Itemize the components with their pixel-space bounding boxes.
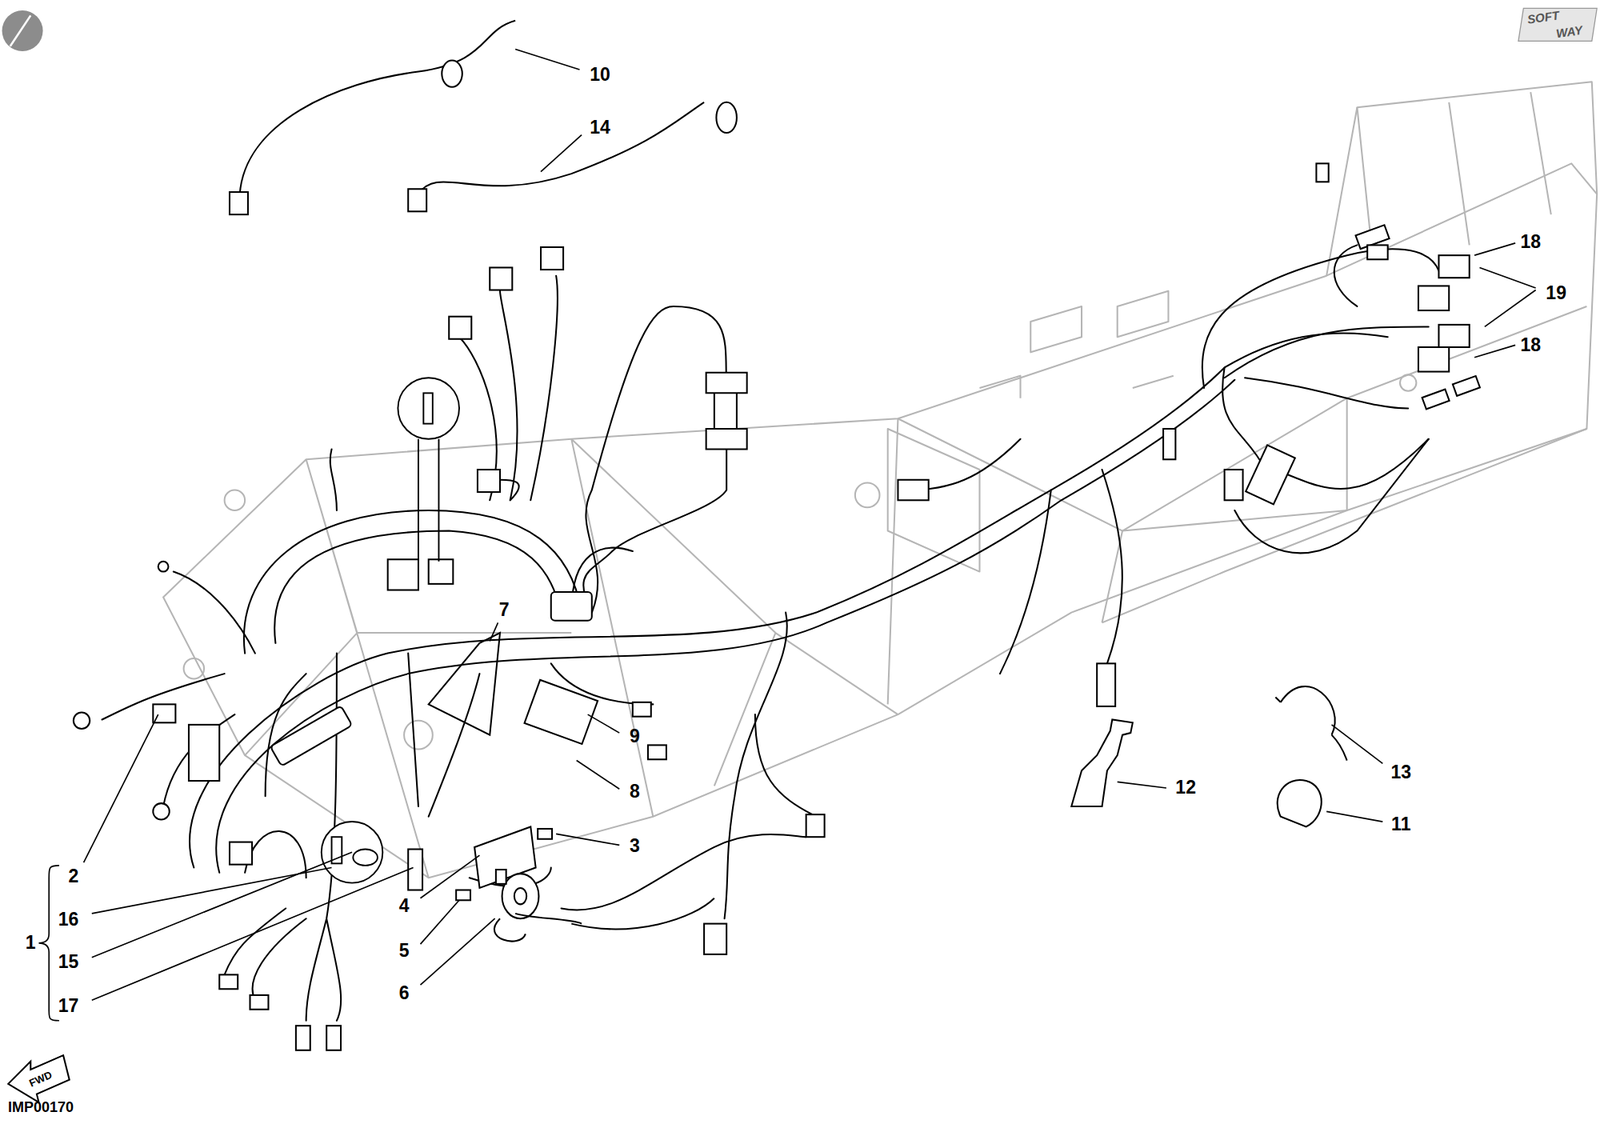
callout-number: 1 bbox=[25, 933, 36, 952]
callout-number: 13 bbox=[1390, 763, 1412, 782]
callout-number: 19 bbox=[1545, 284, 1567, 303]
callout-number: 2 bbox=[68, 867, 79, 886]
callout-number: 4 bbox=[399, 896, 410, 916]
callout-number: 9 bbox=[629, 727, 640, 746]
callout-number: 14 bbox=[589, 118, 611, 137]
callout-number: 6 bbox=[399, 984, 410, 1003]
callout-number: 18 bbox=[1520, 232, 1541, 252]
callout-number: 12 bbox=[1175, 778, 1196, 797]
callout-number: 8 bbox=[629, 782, 640, 801]
callout-number: 5 bbox=[399, 941, 410, 960]
callout-number: 15 bbox=[58, 952, 80, 972]
callout-number: 10 bbox=[589, 65, 611, 84]
callout-number: 3 bbox=[629, 836, 640, 856]
callout-number: 11 bbox=[1391, 815, 1411, 834]
callout-number: 17 bbox=[58, 996, 80, 1016]
figure-code: IMP00170 bbox=[8, 1100, 74, 1115]
callout-number: 7 bbox=[499, 600, 510, 620]
callout-number: 16 bbox=[58, 910, 80, 929]
logo-text: WAY bbox=[1555, 24, 1584, 40]
callout-number: 18 bbox=[1520, 336, 1541, 355]
